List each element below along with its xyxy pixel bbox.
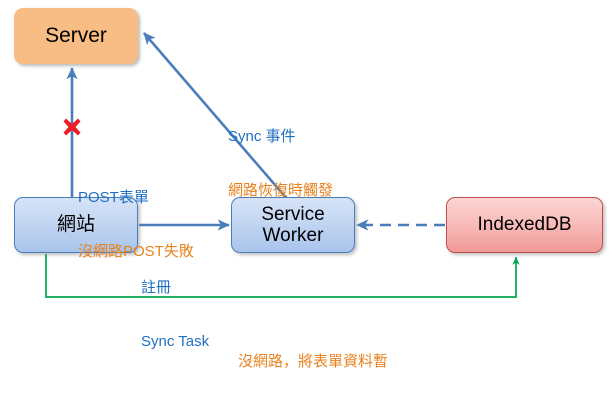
node-indexeddb[interactable]: IndexedDB (446, 197, 603, 253)
node-service-worker[interactable]: Service Worker (231, 197, 355, 253)
annotation-register-sync-task-line1: 註冊 (141, 278, 172, 296)
edge-website-to-indexeddb (45, 254, 520, 298)
annotation-register-sync-task-line2: Sync Task (141, 333, 210, 351)
annotation-sync-event-line2: 網路恢復時觸發 (228, 182, 334, 200)
node-website[interactable]: 網站 (14, 197, 138, 253)
node-website-label: 網站 (56, 214, 95, 236)
annotation-sync-event-line1: Sync 事件 (228, 127, 296, 145)
annotation-store-in-db-line1: 沒網路，將表單資料暫 (238, 352, 389, 370)
annotation-post-form: POST表單 沒網路POST失敗 (78, 152, 194, 298)
red-x-icon (63, 118, 81, 136)
node-indexeddb-label: IndexedDB (477, 214, 572, 236)
annotation-post-form-line1: POST表單 (78, 188, 149, 206)
edge-sw-to-server (143, 32, 289, 201)
node-service-worker-label-line1: Service (261, 203, 325, 225)
node-server-label: Server (45, 24, 107, 48)
node-service-worker-label-line2: Worker (262, 225, 324, 246)
annotation-sync-event: Sync 事件 網路恢復時觸發 (228, 91, 333, 237)
annotation-post-form-line2: 沒網路POST失敗 (78, 243, 194, 261)
node-server[interactable]: Server (14, 8, 138, 64)
node-service-worker-label: Service Worker (261, 204, 324, 247)
annotation-register-sync-task: 註冊 Sync Task (141, 242, 209, 388)
annotation-store-in-db: 沒網路，將表單資料暫 存在DB (238, 316, 388, 404)
